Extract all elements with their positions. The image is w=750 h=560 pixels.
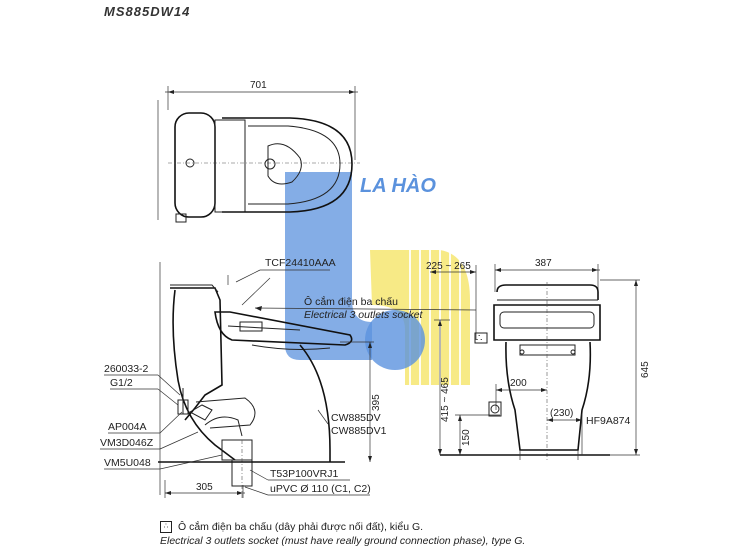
side-view: 305 395 TCF24410AAA Ô cắm điện ba chấu E… xyxy=(158,257,488,500)
model-code: MS885DW14 xyxy=(104,4,191,19)
side-callouts: 260033-2 G1/2 AP004A VM3D046Z VM5U048 CW… xyxy=(100,363,387,496)
label-part-upvc: uPVC Ø 110 (C1, C2) xyxy=(270,483,371,495)
watermark-blue-shape xyxy=(285,172,372,360)
dim-outlet-range: 225 ~ 265 xyxy=(426,261,471,272)
watermark-text: LA HÀO xyxy=(360,174,436,197)
top-view: 701 xyxy=(157,80,360,223)
label-part-vm3d046z: VM3D046Z xyxy=(100,437,154,449)
label-part-cw885dv1: CW885DV1 xyxy=(331,425,387,437)
label-part-g12: G1/2 xyxy=(110,377,133,389)
footnote-text-en: Electrical 3 outlets socket (must have r… xyxy=(160,535,526,547)
dim-offset-200: 200 xyxy=(510,378,527,389)
socket-icon: ∴ xyxy=(160,521,172,534)
label-part-t53p100vrj1: T53P100VRJ1 xyxy=(270,468,338,480)
label-seat-model: TCF24410AAA xyxy=(265,257,336,269)
label-part-hf9a874: HF9A874 xyxy=(586,415,631,427)
dim-front-height: 645 xyxy=(640,361,651,378)
front-view: 387 645 415 ~ 465 150 xyxy=(434,258,651,460)
dim-side-height: 395 xyxy=(371,394,382,411)
dim-front-width: 387 xyxy=(535,258,552,269)
dim-top-width: 701 xyxy=(250,80,267,91)
label-part-vm5u048: VM5U048 xyxy=(104,457,151,469)
dim-side-depth: 305 xyxy=(196,482,213,493)
footnote-line-vi: ∴ Ô cắm điện ba chấu (dây phải được nối đ… xyxy=(160,520,525,534)
label-outlet-vi: Ô cắm điện ba chấu xyxy=(304,295,398,308)
label-part-ap004a: AP004A xyxy=(108,421,147,433)
footnote: ∴ Ô cắm điện ba chấu (dây phải được nối đ… xyxy=(160,520,525,548)
label-outlet-en: Electrical 3 outlets socket xyxy=(304,309,424,321)
label-part-260033: 260033-2 xyxy=(104,363,149,375)
dim-inlet-height: 415 ~ 465 xyxy=(440,377,451,422)
label-part-cw885dv: CW885DV xyxy=(331,412,381,424)
watermark-logo: LA HÀO xyxy=(285,172,470,385)
dim-height-150: 150 xyxy=(461,429,472,446)
dim-offset-230: (230) xyxy=(550,408,573,419)
footnote-text-vi: Ô cắm điện ba chấu (dây phải được nối đấ… xyxy=(178,521,424,533)
svg-text:∴: ∴ xyxy=(476,333,482,344)
